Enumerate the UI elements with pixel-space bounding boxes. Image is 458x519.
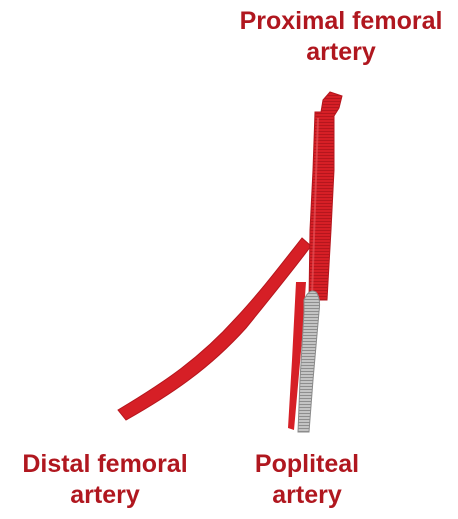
proximal-femoral-label-line1: Proximal femoral — [216, 6, 458, 37]
distal-femoral-label-line2: artery — [0, 480, 210, 511]
distal-femoral-artery — [118, 238, 311, 420]
distal-femoral-label-line1: Distal femoral — [0, 449, 210, 480]
popliteal-label-line2: artery — [222, 480, 392, 511]
proximal-femoral-artery-label: Proximal femoral artery — [216, 6, 458, 68]
proximal-femoral-artery — [309, 92, 342, 300]
distal-femoral-artery-label: Distal femoral artery — [0, 449, 210, 511]
popliteal-artery-label: Popliteal artery — [222, 449, 392, 511]
popliteal-label-line1: Popliteal — [222, 449, 392, 480]
proximal-femoral-label-line2: artery — [216, 37, 458, 68]
